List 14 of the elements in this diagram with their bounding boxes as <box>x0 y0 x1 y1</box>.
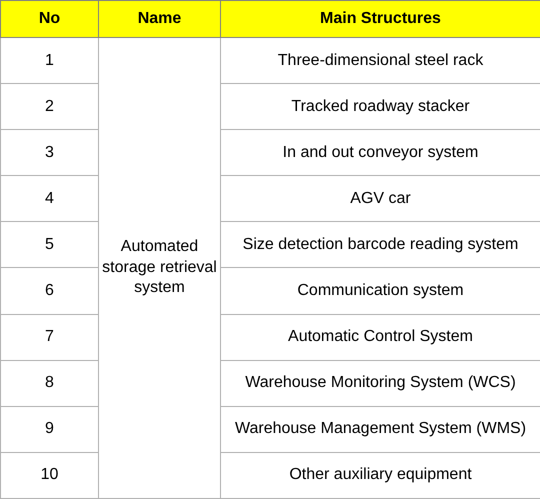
row-number: 3 <box>0 130 98 176</box>
row-number: 1 <box>0 38 98 84</box>
row-number: 6 <box>0 268 98 314</box>
system-name: Automated storage retrieval system <box>98 38 220 498</box>
row-number: 2 <box>0 84 98 130</box>
row-number: 9 <box>0 406 98 452</box>
row-number: 10 <box>0 452 98 498</box>
column-header: No <box>0 0 98 38</box>
column-header: Main Structures <box>220 0 540 38</box>
row-number: 5 <box>0 222 98 268</box>
row-number: 7 <box>0 314 98 360</box>
row-number: 4 <box>0 176 98 222</box>
column-header: Name <box>98 0 220 38</box>
row-number: 8 <box>0 360 98 406</box>
